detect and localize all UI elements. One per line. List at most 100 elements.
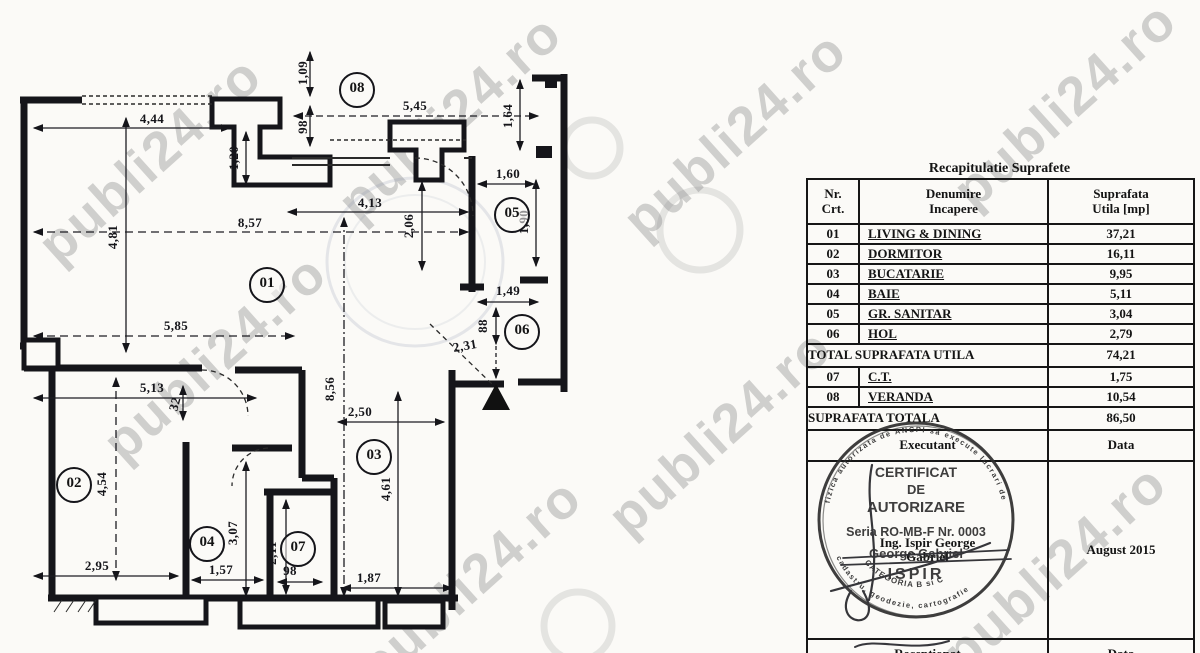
row-number: 05 (806, 303, 860, 325)
dimension-label: 1,20 (226, 145, 241, 171)
stamp-line-certificat: CERTIFICAT (875, 464, 958, 480)
executant-name: Ing. Ispir George (879, 534, 976, 550)
stamp-line-autorizare: AUTORIZARE (867, 499, 965, 516)
wall-structure-left (209, 96, 333, 188)
dimension-label: 98 (295, 120, 310, 134)
room-name: GR. SANITAR (858, 303, 1049, 325)
dimension-label: 1,60 (495, 166, 521, 181)
dimension-label: 4,54 (94, 471, 109, 497)
stamp-line-de: DE (907, 482, 925, 497)
wall-structure-right (387, 119, 467, 183)
dimension-label: 4,81 (105, 224, 120, 250)
dimension-label: 1,49 (495, 283, 521, 298)
room-area-value: 10,54 (1047, 386, 1195, 408)
dimension-label: 5,45 (402, 98, 428, 113)
entrance-marker (482, 384, 510, 410)
dimension-label: 1,09 (295, 60, 310, 86)
dimension-label: 1,64 (500, 103, 515, 129)
room-number-label: 03 (356, 439, 392, 475)
row-number: 03 (806, 263, 860, 285)
room-area-value: 9,95 (1047, 263, 1195, 285)
room-area-value: 1,75 (1047, 366, 1195, 388)
dimension-label: 4,44 (139, 111, 165, 126)
row-number: 07 (806, 366, 860, 388)
dimension-label: 2,95 (84, 558, 110, 573)
wall-piers (21, 337, 446, 630)
row-number: 02 (806, 243, 860, 265)
row-number: 08 (806, 386, 860, 408)
wall-nubs (536, 78, 557, 158)
dimension-label: 5,13 (139, 380, 165, 395)
executant-label: Executant (806, 429, 1049, 462)
data-label: Data (1047, 429, 1195, 462)
floor-plan-svg (20, 50, 744, 653)
signature-strokes (829, 463, 1012, 648)
room-name: LIVING & DINING (858, 223, 1049, 245)
room-number-label: 04 (189, 526, 225, 562)
row-number: 01 (806, 223, 860, 245)
room-name: BUCATARIE (858, 263, 1049, 285)
dimension-label: 2,11 (264, 541, 279, 565)
room-area-value: 16,11 (1047, 243, 1195, 265)
stamp-serial: Seria RO-MB-F Nr. 0003 (846, 525, 986, 539)
dimension-label: 3,07 (225, 520, 240, 546)
room-number-label: 07 (280, 531, 316, 567)
dimension-lines (32, 50, 540, 598)
dimension-label: 4,61 (378, 476, 393, 502)
dimension-label: 98 (283, 563, 297, 578)
room-area-value: 2,79 (1047, 323, 1195, 345)
date-cell: August 2015 (1047, 460, 1195, 640)
stamp-surname: ISPIR (888, 566, 945, 583)
row-number: 06 (806, 323, 860, 345)
dimension-label: 8,56 (322, 376, 337, 402)
dimension-label: 1,57 (208, 562, 234, 577)
stamp-name: George Gabriel (869, 546, 963, 561)
signature-row: Ing. Ispir George Gabriel August 2015 (806, 460, 1195, 640)
table-title: Recapitulatie Suprafete (928, 161, 1071, 176)
room-name: C.T. (858, 366, 1049, 388)
total-area-value: 74,21 (1047, 343, 1195, 368)
row-number: 04 (806, 283, 860, 305)
room-name: BAIE (858, 283, 1049, 305)
watermark-rings (540, 116, 744, 653)
dimension-label: 1,87 (356, 570, 382, 585)
room-name: DORMITOR (858, 243, 1049, 265)
total-area-value: 86,50 (1047, 406, 1195, 431)
room-area-value: 37,21 (1047, 223, 1195, 245)
room-number-label: 08 (339, 72, 375, 108)
room-number-label: 01 (249, 267, 285, 303)
room-area-value: 3,04 (1047, 303, 1195, 325)
room-number-label: 05 (494, 197, 530, 233)
dimension-label: 5,85 (163, 318, 189, 333)
data-label-2: Data (1047, 638, 1195, 653)
area-summary-sheet: Recapitulatie Suprafete Nr.Crt. Denumire… (806, 160, 1195, 653)
dimension-label: 2,50 (347, 404, 373, 419)
room-name: HOL (858, 323, 1049, 345)
apartment-walls (20, 74, 568, 610)
header-nr-crt: Nr.Crt. (806, 178, 860, 225)
authorization-stamp: fizica autorizata de ANCPI sa execute lu… (817, 421, 1015, 648)
room-area-value: 5,11 (1047, 283, 1195, 305)
room-name: VERANDA (858, 386, 1049, 408)
room-number-label: 02 (56, 467, 92, 503)
executant-row: Executant Data (806, 429, 1195, 462)
dimension-label: 2,06 (401, 213, 416, 239)
hatch-ticks (53, 599, 97, 613)
room-number-label: 06 (504, 314, 540, 350)
window-lines (82, 95, 495, 487)
